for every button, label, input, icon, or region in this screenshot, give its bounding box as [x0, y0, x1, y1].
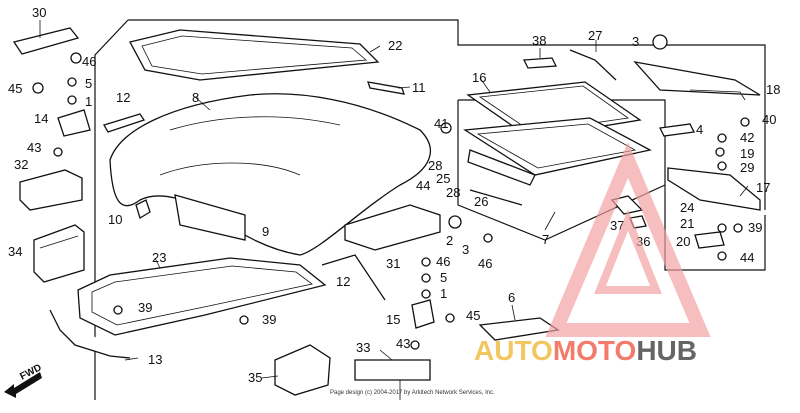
callout-17: 17 [756, 180, 770, 195]
part-27-bar [569, 49, 617, 81]
callout-16: 16 [472, 70, 486, 85]
callout-20: 20 [676, 234, 690, 249]
callout-6: 6 [508, 290, 515, 305]
callout-41: 41 [434, 116, 448, 131]
callout-4: 4 [696, 122, 703, 137]
part-13-strip [49, 309, 131, 359]
callout-42: 42 [740, 130, 754, 145]
callout-5-center: 5 [440, 270, 447, 285]
callout-7: 7 [542, 232, 549, 247]
callout-3: 3 [632, 34, 639, 49]
callout-32: 32 [14, 157, 28, 172]
part-4-clip [659, 123, 695, 137]
callout-25: 25 [436, 171, 450, 186]
callout-18: 18 [766, 82, 780, 97]
fwd-arrow-icon [4, 372, 42, 398]
callout-39-mid: 39 [262, 312, 276, 327]
part-7-sunroof-frame [463, 117, 652, 186]
watermark-triangle-icon [545, 142, 711, 337]
part-10-clip [135, 199, 151, 219]
callout-44-right: 44 [740, 250, 754, 265]
part-32-bracket [19, 169, 83, 211]
part-22-roof-frame [129, 29, 380, 81]
part-18-frame [633, 61, 761, 101]
callout-40: 40 [762, 112, 776, 127]
part-3-knob [652, 34, 668, 50]
leader-lines [39, 20, 749, 379]
callout-8: 8 [192, 90, 199, 105]
watermark-auto: AUTO [474, 335, 553, 366]
callout-39-right: 39 [748, 220, 762, 235]
part-17-bracket [667, 167, 761, 211]
part-30-plate [12, 27, 80, 55]
callout-23: 23 [152, 250, 166, 265]
callout-30: 30 [32, 5, 46, 20]
part-31-panel [344, 204, 441, 251]
fwd-indicator: FWD [4, 362, 44, 398]
callout-46-center: 46 [436, 254, 450, 269]
callout-19: 19 [740, 146, 754, 161]
callout-15: 15 [386, 312, 400, 327]
callout-12-lower: 12 [336, 274, 350, 289]
svg-text:AUTOMOTOHUB: AUTOMOTOHUB [474, 335, 697, 366]
callout-26: 26 [474, 194, 488, 209]
part-8-headliner [109, 93, 431, 256]
callout-13: 13 [148, 352, 162, 367]
watermark: AUTOMOTOHUB [474, 142, 711, 366]
part-12-strip [103, 113, 146, 133]
part-23-lower-frame [77, 257, 327, 336]
part-33-bracket [354, 359, 431, 400]
fasteners-left [32, 52, 82, 157]
callout-1-center: 1 [440, 286, 447, 301]
watermark-hub: HUB [636, 335, 697, 366]
callout-45-center: 45 [466, 308, 480, 323]
part-26-rod [469, 189, 523, 206]
callout-14: 14 [34, 111, 48, 126]
callout-39-left: 39 [138, 300, 152, 315]
callout-44-center: 44 [416, 178, 430, 193]
callout-38: 38 [532, 33, 546, 48]
callout-35: 35 [248, 370, 262, 385]
callout-46: 46 [82, 54, 96, 69]
callout-28-upper: 28 [428, 158, 442, 173]
callout-24: 24 [680, 200, 694, 215]
callout-28-lower: 28 [446, 185, 460, 200]
part-14-bracket [57, 109, 91, 137]
callout-10: 10 [108, 212, 122, 227]
callout-31: 31 [386, 256, 400, 271]
callout-11: 11 [412, 80, 426, 95]
callout-27: 27 [588, 28, 602, 43]
callout-labels: 30 46 5 45 1 14 43 32 34 12 8 22 11 10 9… [8, 5, 780, 385]
callout-12-upper: 12 [116, 90, 130, 105]
fasteners-center [410, 122, 493, 350]
part-11-bar [367, 81, 405, 95]
callout-21: 21 [680, 216, 694, 231]
part-38-plate [522, 57, 558, 69]
callout-29: 29 [740, 160, 754, 175]
callout-43: 43 [27, 140, 41, 155]
callout-5: 5 [85, 76, 92, 91]
part-12-lower-strip [321, 254, 386, 301]
callout-33: 33 [356, 340, 370, 355]
callout-43-lower: 43 [396, 336, 410, 351]
watermark-moto: MOTO [553, 335, 636, 366]
copyright-text: Page design (c) 2004-2017 by Arkitech Ne… [330, 390, 495, 396]
callout-1: 1 [85, 94, 92, 109]
callout-46-right: 46 [478, 256, 492, 271]
callout-34: 34 [8, 244, 22, 259]
callout-45: 45 [8, 81, 22, 96]
part-37-plate [610, 195, 647, 229]
callout-2: 2 [446, 233, 453, 248]
part-35-bracket [274, 344, 331, 396]
screws-39 [113, 223, 743, 325]
callout-3-center: 3 [462, 242, 469, 257]
part-20-bracket [694, 231, 725, 249]
part-15-block [411, 299, 435, 329]
callout-22: 22 [388, 38, 402, 53]
part-34-bracket [33, 224, 85, 283]
callout-9: 9 [262, 224, 269, 239]
